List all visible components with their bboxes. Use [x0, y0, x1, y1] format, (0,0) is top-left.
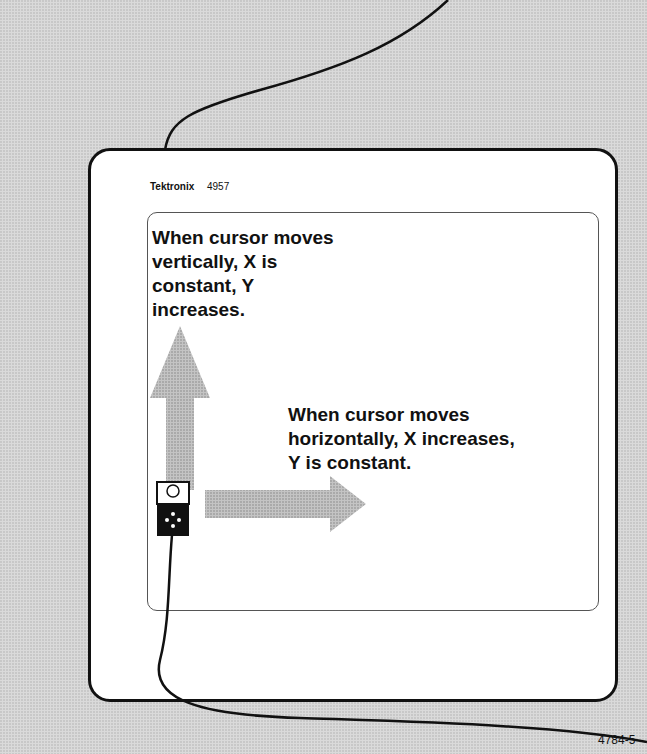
vertical-arrow [150, 326, 210, 490]
puck-lens [157, 482, 189, 504]
cursor-puck [157, 482, 189, 536]
puck-button [171, 524, 175, 528]
active-area: When cursor moves vertically, X is const… [147, 212, 599, 611]
puck-button [171, 512, 175, 516]
horizontal-arrow [205, 476, 366, 532]
puck-body [157, 504, 189, 536]
model-number: 4957 [207, 181, 257, 193]
vertical-note: When cursor moves vertically, X is const… [152, 226, 342, 322]
puck-crosshair [167, 485, 179, 497]
cursor-cable [159, 535, 647, 742]
tablet-cable [165, 0, 448, 150]
puck-button [177, 518, 181, 522]
figure-number: 4784-5 [598, 733, 635, 747]
tablet-frame: Tektronix4957When cursor moves verticall… [88, 148, 618, 702]
horizontal-note: When cursor moves horizontally, X increa… [288, 403, 528, 475]
puck-button [165, 518, 169, 522]
